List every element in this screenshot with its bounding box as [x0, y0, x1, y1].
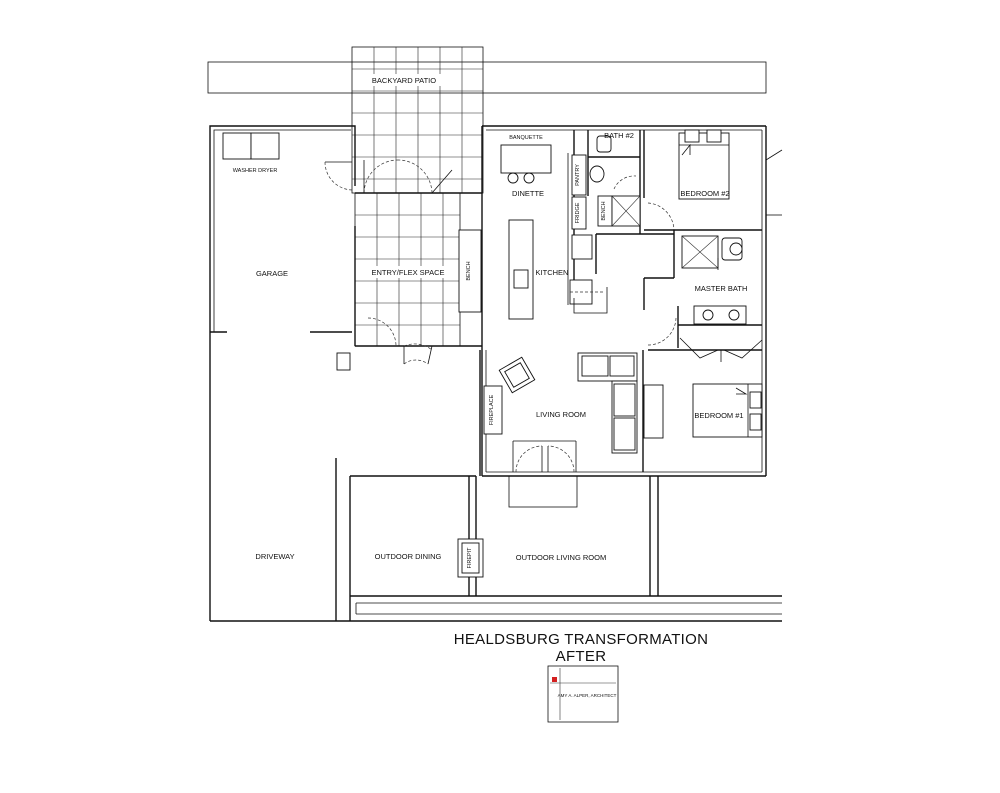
backyard-patio-label: BACKYARD PATIO: [372, 76, 436, 85]
dinette-table: [500, 144, 552, 174]
bedroom2-label: BEDROOM #2: [680, 189, 729, 198]
entry-walls: [354, 126, 483, 365]
outdoor-living-label: OUTDOOR LIVING ROOM: [516, 553, 606, 562]
master-bath-walls: [643, 230, 762, 348]
kitchen-label: KITCHEN: [536, 268, 569, 277]
island-sink: [513, 269, 529, 289]
bedroom1-walls: [648, 337, 763, 438]
bath2-bench-label: BENCH: [601, 201, 607, 220]
architect-logo: AMY A. ALPER, ARCHITECT: [547, 665, 619, 723]
backyard-patio-tiles: [351, 46, 484, 194]
dinette-label: DINETTE: [512, 189, 544, 198]
pantry-label: PANTRY: [575, 164, 581, 186]
plan-title: HEALDSBURG TRANSFORMATION: [454, 631, 708, 648]
master-bath-label: MASTER BATH: [695, 284, 748, 293]
outdoor-dining-label: OUTDOOR DINING: [375, 552, 442, 561]
washer-appliance: [222, 132, 252, 160]
backyard-strip: [207, 61, 767, 94]
logo-text: AMY A. ALPER, ARCHITECT: [558, 693, 617, 698]
driveway-label: DRIVEWAY: [255, 552, 294, 561]
dinette-chair: [507, 172, 519, 184]
bedroom1-label: BEDROOM #1: [694, 411, 743, 420]
plan-subtitle: AFTER: [556, 648, 607, 665]
living-walls: [483, 350, 664, 473]
entry-flex-label: ENTRY/FLEX SPACE: [371, 268, 444, 277]
bedroom2-walls: [643, 129, 762, 231]
washer-dryer-label: WASHER DRYER: [233, 168, 278, 174]
dryer-appliance: [250, 132, 280, 160]
banquette-label: BANQUETTE: [509, 135, 543, 141]
kitchen-counter: [567, 130, 608, 314]
bath2-walls: [587, 130, 674, 274]
logo-accent-mark: [552, 677, 557, 682]
firepit-inner: [461, 542, 480, 574]
entry-bench: [458, 229, 482, 313]
front-step: [508, 475, 578, 508]
fridge-label: FRIDGE: [575, 202, 581, 223]
fireplace-label: FIREPLACE: [489, 394, 495, 425]
dinette-chair: [523, 172, 535, 184]
house-walls: [481, 125, 783, 477]
garage-walls: [209, 125, 356, 333]
bath2-label: BATH #2: [604, 131, 634, 140]
entry-bench-label: BENCH: [466, 261, 472, 280]
living-room-label: LIVING ROOM: [536, 410, 586, 419]
outdoor-walls: [209, 332, 782, 622]
garage-label: GARAGE: [256, 269, 288, 278]
firepit-label: FIREPIT: [467, 547, 473, 569]
kitchen-island: [508, 219, 534, 320]
